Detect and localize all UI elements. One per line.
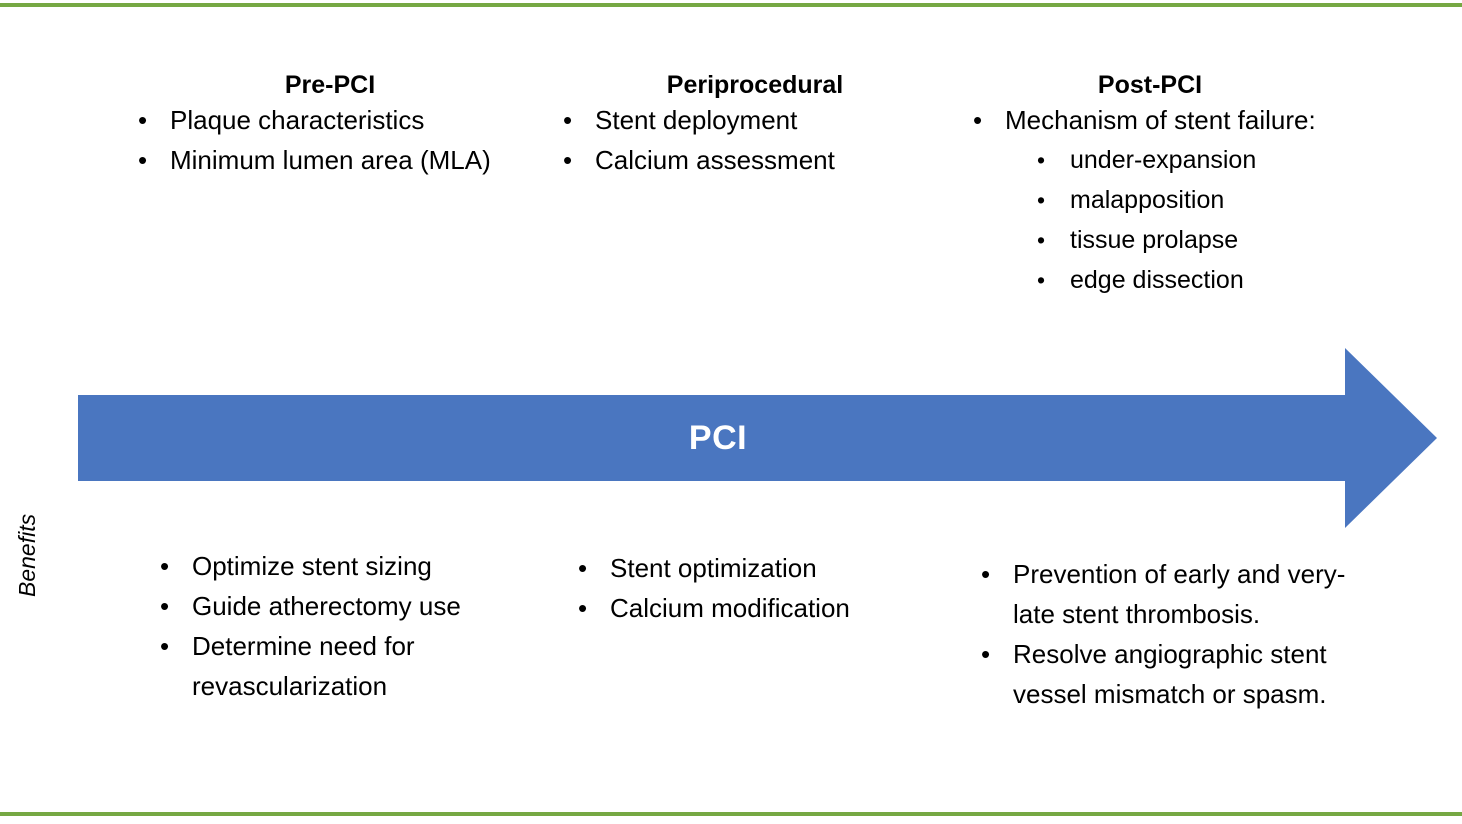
list-item: under-expansion	[1033, 140, 1335, 180]
benefits-column-pre-pci: Optimize stent sizing Guide atherectomy …	[152, 546, 552, 706]
list-item: Optimize stent sizing	[152, 546, 552, 586]
list-item: Plaque characteristics	[130, 100, 530, 140]
arrow-shape-icon	[78, 348, 1437, 528]
benefits-bullets-periprocedural: Stent optimization Calcium modification	[570, 548, 970, 628]
list-item: tissue prolapse	[1033, 220, 1335, 260]
list-item: Calcium modification	[570, 588, 970, 628]
phase-title-post-pci: Post-PCI	[1097, 71, 1203, 99]
list-item: Stent optimization	[570, 548, 970, 588]
phase-bullets-pre-pci: Plaque characteristics Minimum lumen are…	[130, 100, 530, 180]
pci-process-arrow: PCI	[78, 345, 1440, 531]
list-item: edge dissection	[1033, 260, 1335, 300]
list-item: Stent deployment	[555, 100, 955, 140]
phase-column-periprocedural: Periprocedural Stent deployment Calcium …	[555, 70, 955, 180]
phase-bullets-periprocedural: Stent deployment Calcium assessment	[555, 100, 955, 180]
list-item: malapposition	[1033, 180, 1335, 220]
benefits-column-post-pci: Prevention of early and very-late stent …	[973, 554, 1355, 714]
phase-bullets-post-pci: Mechanism of stent failure:	[965, 100, 1335, 140]
list-item: Calcium assessment	[555, 140, 955, 180]
list-item: Minimum lumen area (MLA)	[130, 140, 530, 180]
phase-column-post-pci: Post-PCI Mechanism of stent failure: und…	[965, 70, 1335, 300]
list-item: Determine need for revascularization	[152, 626, 552, 706]
list-item: Resolve angiographic stent vessel mismat…	[973, 634, 1355, 714]
list-item: Mechanism of stent failure:	[965, 100, 1335, 140]
benefits-axis-label: Benefits	[14, 513, 40, 597]
benefits-bullets-post-pci: Prevention of early and very-late stent …	[973, 554, 1355, 714]
bottom-accent-rule	[0, 812, 1462, 816]
phase-subbullets-post-pci: under-expansion malapposition tissue pro…	[965, 140, 1335, 300]
benefits-bullets-pre-pci: Optimize stent sizing Guide atherectomy …	[152, 546, 552, 706]
phase-column-pre-pci: Pre-PCI Plaque characteristics Minimum l…	[130, 70, 530, 180]
benefits-column-periprocedural: Stent optimization Calcium modification	[570, 548, 970, 628]
top-accent-rule	[0, 3, 1462, 7]
list-item: Prevention of early and very-late stent …	[973, 554, 1355, 634]
list-item: Guide atherectomy use	[152, 586, 552, 626]
phase-title-pre-pci: Pre-PCI	[284, 71, 376, 99]
phase-title-periprocedural: Periprocedural	[666, 71, 844, 99]
